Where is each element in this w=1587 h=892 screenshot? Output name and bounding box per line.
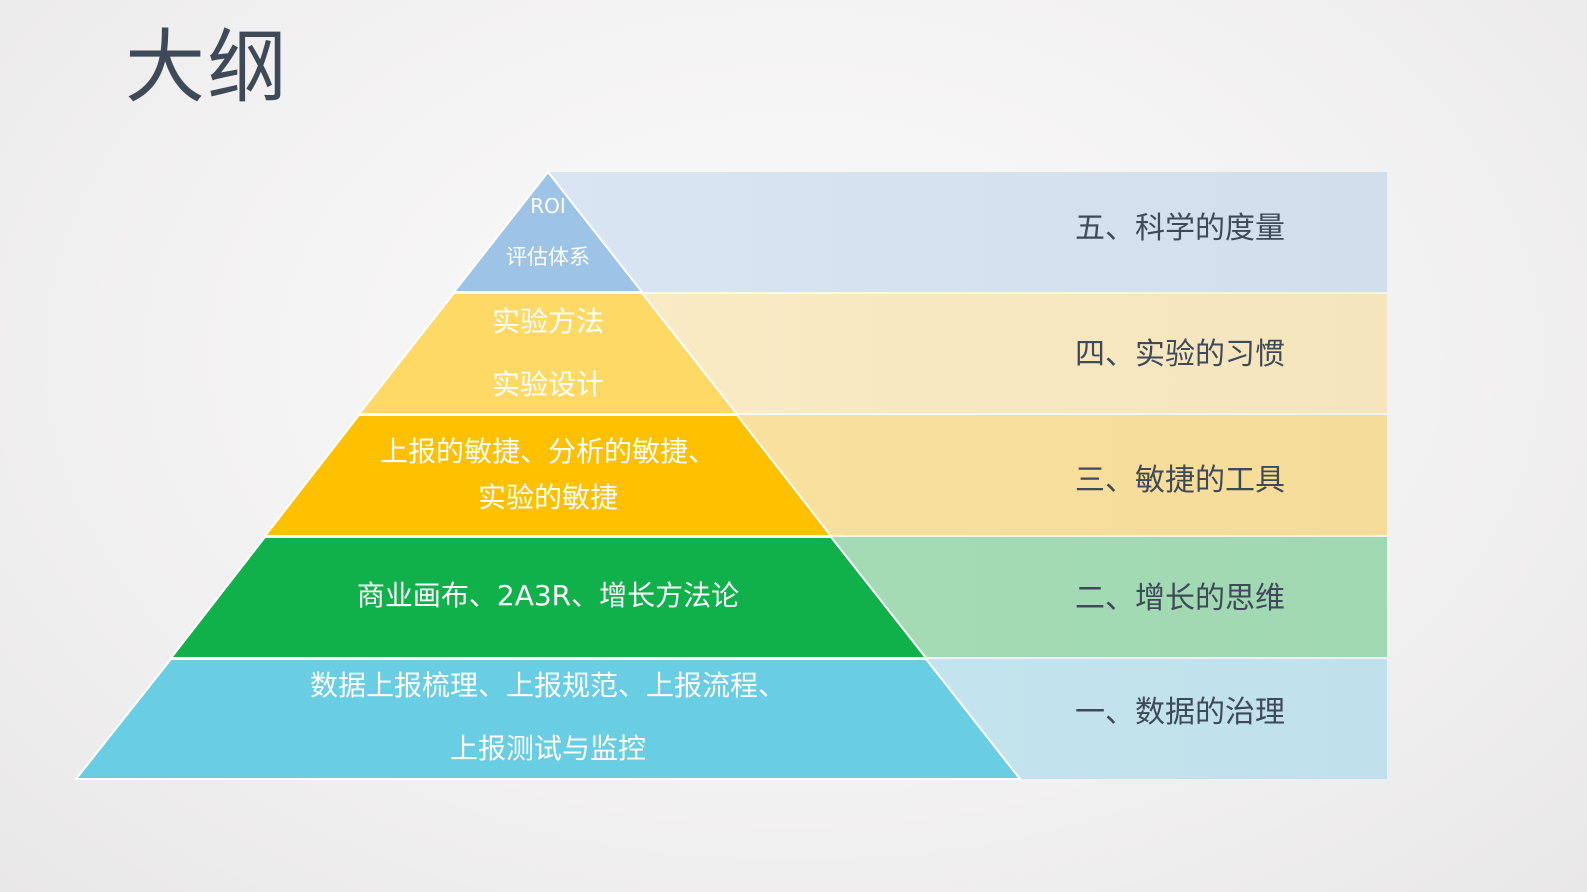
pyramid-tier-1 <box>75 658 1021 780</box>
pyramid-tier-3 <box>264 414 832 537</box>
tier-4-line-2: 实验设计 <box>491 368 604 401</box>
tier-5-line-2: 评估体系 <box>506 245 590 269</box>
band-5 <box>548 172 1387 292</box>
pyramid-tier-5 <box>453 171 643 293</box>
tier-5-line-1: ROI <box>530 194 566 218</box>
tier-3-line-2: 实验的敏捷 <box>477 481 618 514</box>
tier-3-line-1: 上报的敏捷、分析的敏捷、 <box>379 435 716 468</box>
band-2-label: 二、增长的思维 <box>1075 581 1285 616</box>
band-5-label: 五、科学的度量 <box>1075 211 1285 246</box>
tier-2-line-1: 商业画布、2A3R、增长方法论 <box>356 579 740 612</box>
tier-4-line-1: 实验方法 <box>491 305 604 338</box>
band-3-label: 三、敏捷的工具 <box>1075 463 1285 498</box>
tier-1-line-1: 数据上报梳理、上报规范、上报流程、 <box>309 669 786 702</box>
band-4-label: 四、实验的习惯 <box>1075 337 1285 372</box>
tier-1-line-2: 上报测试与监控 <box>449 732 646 765</box>
slide-title: 大纲 <box>125 21 289 114</box>
band-1-label: 一、数据的治理 <box>1075 695 1285 730</box>
